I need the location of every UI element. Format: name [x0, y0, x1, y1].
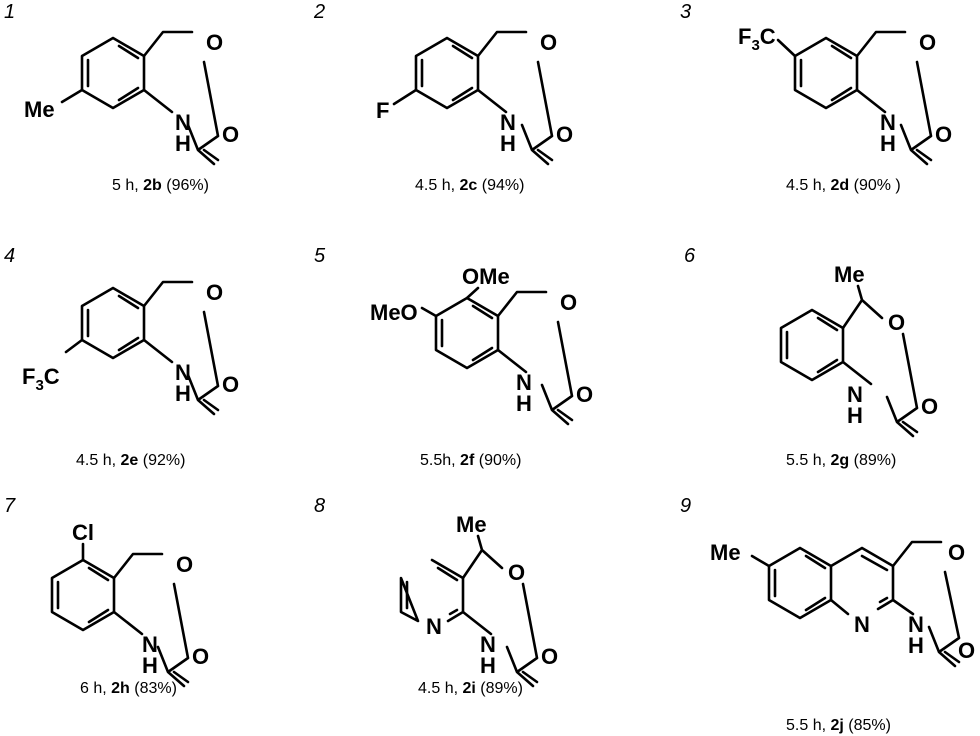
ring-oxygen: O	[888, 310, 905, 335]
structure-2g: O N H O Me	[779, 262, 938, 438]
carbonyl-oxygen: O	[541, 644, 558, 669]
ring-oxygen: O	[508, 560, 525, 585]
carbonyl-oxygen: O	[222, 372, 239, 397]
amide-h: H	[480, 653, 496, 678]
carbonyl-oxygen: O	[958, 638, 975, 663]
entry-number: 8	[314, 495, 325, 517]
entry-6: 6 O N H O Me 5.5 h, 2g (89%)	[684, 245, 938, 469]
compound-id: 2g	[830, 452, 849, 469]
entry-8: 8 N O N H O Me 4.5 h, 2i (89%)	[314, 495, 558, 697]
compound-id: 2i	[462, 680, 475, 697]
entry-7: 7 O N H O Cl 6 h, 2h (83%)	[4, 495, 209, 697]
structure-2f: O N H O OMe MeO	[370, 264, 593, 426]
carbonyl-oxygen: O	[576, 382, 593, 407]
entry-caption: 4.5 h, 2e (92%)	[76, 452, 185, 469]
amide-n: N	[142, 632, 158, 657]
entry-number: 5	[314, 245, 326, 267]
pyridine-n: N	[426, 614, 442, 639]
amide-n: N	[880, 110, 896, 135]
amide-n: N	[175, 110, 191, 135]
entry-9: 9 N O N H O Me 5.5 h, 2j (85%)	[680, 495, 975, 734]
entry-number: 3	[680, 1, 691, 23]
structure-2e: O N H O F3C	[22, 280, 239, 416]
structure-2b: O N H O Me	[24, 30, 239, 166]
amide-h: H	[175, 381, 191, 406]
entry-5: 5 O N H O OMe MeO 5.5h, 2f (90%)	[314, 245, 593, 469]
ring-oxygen: O	[540, 30, 557, 55]
substituent-label: Me	[834, 262, 865, 287]
structure-2j: N O N H O Me	[710, 540, 975, 668]
entry-1: 1 O N H O Me 5 h, 2b (96%)	[4, 1, 239, 194]
structure-2h: O N H O Cl	[50, 520, 209, 688]
ring-oxygen: O	[206, 280, 223, 305]
amide-n: N	[500, 110, 516, 135]
ring-oxygen: O	[919, 30, 936, 55]
carbonyl-oxygen: O	[192, 644, 209, 669]
compound-id: 2d	[830, 177, 849, 194]
amide-h: H	[880, 131, 896, 156]
substituent-label: Me	[24, 97, 55, 122]
entry-caption: 4.5 h, 2i (89%)	[418, 680, 523, 697]
entry-number: 9	[680, 495, 691, 517]
substituent-label: Cl	[72, 520, 94, 545]
entry-caption: 5 h, 2b (96%)	[112, 177, 209, 194]
quinoline-n: N	[854, 612, 870, 637]
amide-n: N	[480, 632, 496, 657]
substituent-label-a: OMe	[462, 264, 510, 289]
amide-n: N	[516, 370, 532, 395]
entry-4: 4 O N H O F3C 4.5 h, 2e (92%)	[4, 245, 239, 469]
carbonyl-oxygen: O	[222, 122, 239, 147]
amide-h: H	[516, 391, 532, 416]
compound-id: 2f	[460, 452, 475, 469]
entry-caption: 5.5 h, 2j (85%)	[786, 717, 891, 734]
amide-h: H	[142, 653, 158, 678]
compound-id: 2h	[111, 680, 130, 697]
entry-number: 2	[313, 1, 325, 23]
carbonyl-oxygen: O	[935, 122, 952, 147]
compound-id: 2e	[120, 452, 138, 469]
amide-n: N	[908, 612, 924, 637]
carbonyl-oxygen: O	[556, 122, 573, 147]
compound-id: 2c	[459, 177, 477, 194]
substituent-label: F3C	[22, 364, 60, 394]
entry-caption: 5.5h, 2f (90%)	[420, 452, 521, 469]
compound-id: 2j	[830, 717, 843, 734]
amide-h: H	[175, 131, 191, 156]
amide-n: N	[847, 382, 863, 407]
entry-number: 4	[4, 245, 15, 267]
entry-number: 7	[4, 495, 16, 517]
entry-caption: 4.5 h, 2d (90% )	[786, 177, 901, 194]
substituent-label: Me	[710, 540, 741, 565]
compound-id: 2b	[143, 177, 162, 194]
ring-oxygen: O	[948, 540, 965, 565]
substituent-label: F3C	[738, 24, 776, 54]
entry-2: 2 O N H O F 4.5 h, 2c (94%)	[313, 1, 573, 194]
entry-3: 3 O N H O F3C 4.5 h, 2d (90% )	[680, 1, 952, 194]
entry-caption: 4.5 h, 2c (94%)	[415, 177, 524, 194]
substituent-label: Me	[456, 512, 487, 537]
entry-caption: 6 h, 2h (83%)	[80, 680, 177, 697]
ring-oxygen: O	[176, 552, 193, 577]
entry-caption: 5.5 h, 2g (89%)	[786, 452, 896, 469]
amide-n: N	[175, 360, 191, 385]
amide-h: H	[847, 403, 863, 428]
structure-2c: O N H O F	[376, 30, 573, 166]
amide-h: H	[908, 633, 924, 658]
entry-number: 1	[4, 1, 15, 23]
substituent-label-b: MeO	[370, 300, 418, 325]
amide-h: H	[500, 131, 516, 156]
substituent-label: F	[376, 98, 389, 123]
carbonyl-oxygen: O	[921, 394, 938, 419]
structure-2d: O N H O F3C	[738, 24, 952, 166]
ring-oxygen: O	[560, 290, 577, 315]
ring-oxygen: O	[206, 30, 223, 55]
structure-2i: N O N H O Me	[399, 512, 558, 688]
entry-number: 6	[684, 245, 696, 267]
